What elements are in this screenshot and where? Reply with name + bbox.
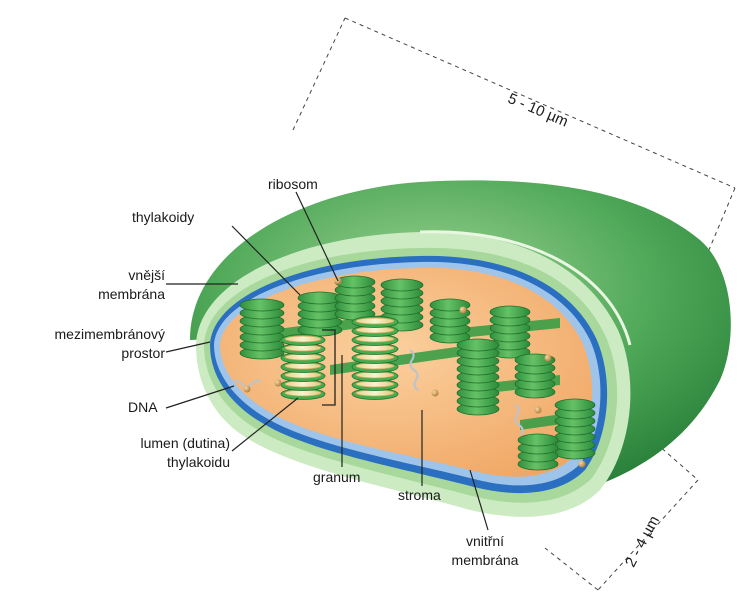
lumen-line1: lumen (dutina) (80, 434, 230, 453)
ribosome-dot (579, 461, 586, 468)
inner-membrane-line1: vnitřní (440, 532, 530, 551)
outer-membrane-line1: vnější (60, 266, 165, 285)
ribosome-dot (535, 407, 542, 414)
outer-membrane-line2: membrána (60, 285, 165, 304)
thylakoid-disk (356, 318, 394, 324)
thylakoid-disk (555, 399, 595, 411)
lumen-label: lumen (dutina) thylakoidu (80, 434, 230, 472)
granum-label: granum (313, 468, 360, 487)
inner-membrane-label: vnitřní membrána (440, 532, 530, 570)
outer-membrane-label: vnější membrána (60, 266, 165, 304)
thylakoid-disk (240, 299, 284, 311)
intermembrane-space-label: mezimembránový prostor (2, 325, 165, 363)
thylakoid-disk (285, 336, 321, 342)
ribosome-dot (432, 390, 439, 397)
ribosome-dot (460, 307, 467, 314)
dna-label: DNA (128, 398, 158, 417)
intermembrane-line1: mezimembránový (2, 325, 165, 344)
ribosome-dot (275, 380, 282, 387)
ribosome-dot (244, 386, 251, 393)
thylakoid-disk (518, 434, 558, 446)
thylakoid-disk (457, 339, 499, 351)
intermembrane-line2: prostor (2, 344, 165, 363)
thylakoid-disk (490, 306, 530, 318)
ribosome-label: ribosom (268, 175, 318, 194)
thylakoid-disk (381, 279, 423, 291)
lumen-line2: thylakoidu (80, 453, 230, 472)
ribosome-dot (545, 355, 552, 362)
stroma-label: stroma (398, 486, 441, 505)
thylakoids-label: thylakoidy (132, 208, 194, 227)
inner-membrane-line2: membrána (440, 551, 530, 570)
